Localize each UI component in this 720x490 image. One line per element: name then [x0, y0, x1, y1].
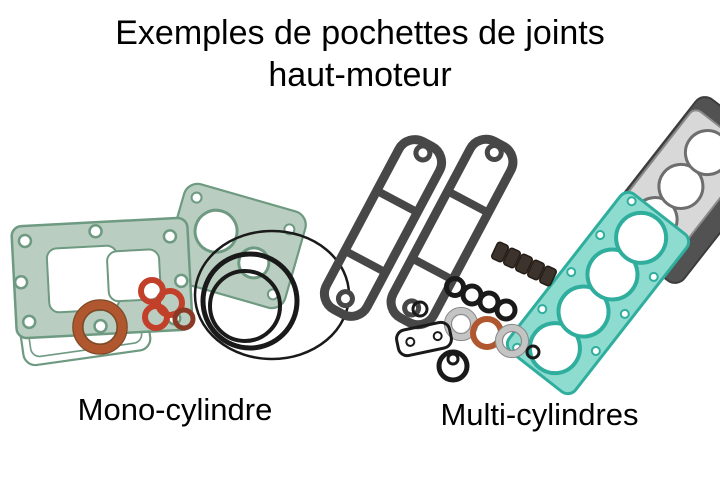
tiny-o-rings: [411, 300, 541, 360]
title-line-1: Exemples de pochettes de joints: [115, 14, 605, 52]
double-ring-seal: [436, 349, 470, 383]
valve-cover-gasket-2: [386, 134, 518, 330]
valve-stem-seals: [490, 241, 558, 287]
caption-mono-cylindre: Mono-cylindre: [77, 392, 273, 427]
black-seal-rings: [444, 276, 518, 322]
mono-cylinder-gasket-set: [10, 182, 351, 367]
valve-cover-gasket-1: [319, 135, 447, 321]
teal-head-gasket: [505, 190, 691, 396]
small-black-gasket: [395, 320, 453, 358]
copper-exhaust-ring: [72, 299, 128, 355]
page-title: Exemples de pochettes de joints haut-mot…: [0, 12, 720, 96]
multi-cylinder-gasket-set: [319, 96, 720, 396]
title-line-2: haut-moteur: [268, 56, 452, 94]
red-seal-rings: [138, 277, 196, 331]
caption-multi-cylindres: Multi-cylindres: [440, 397, 639, 432]
metal-washers: [443, 306, 530, 359]
